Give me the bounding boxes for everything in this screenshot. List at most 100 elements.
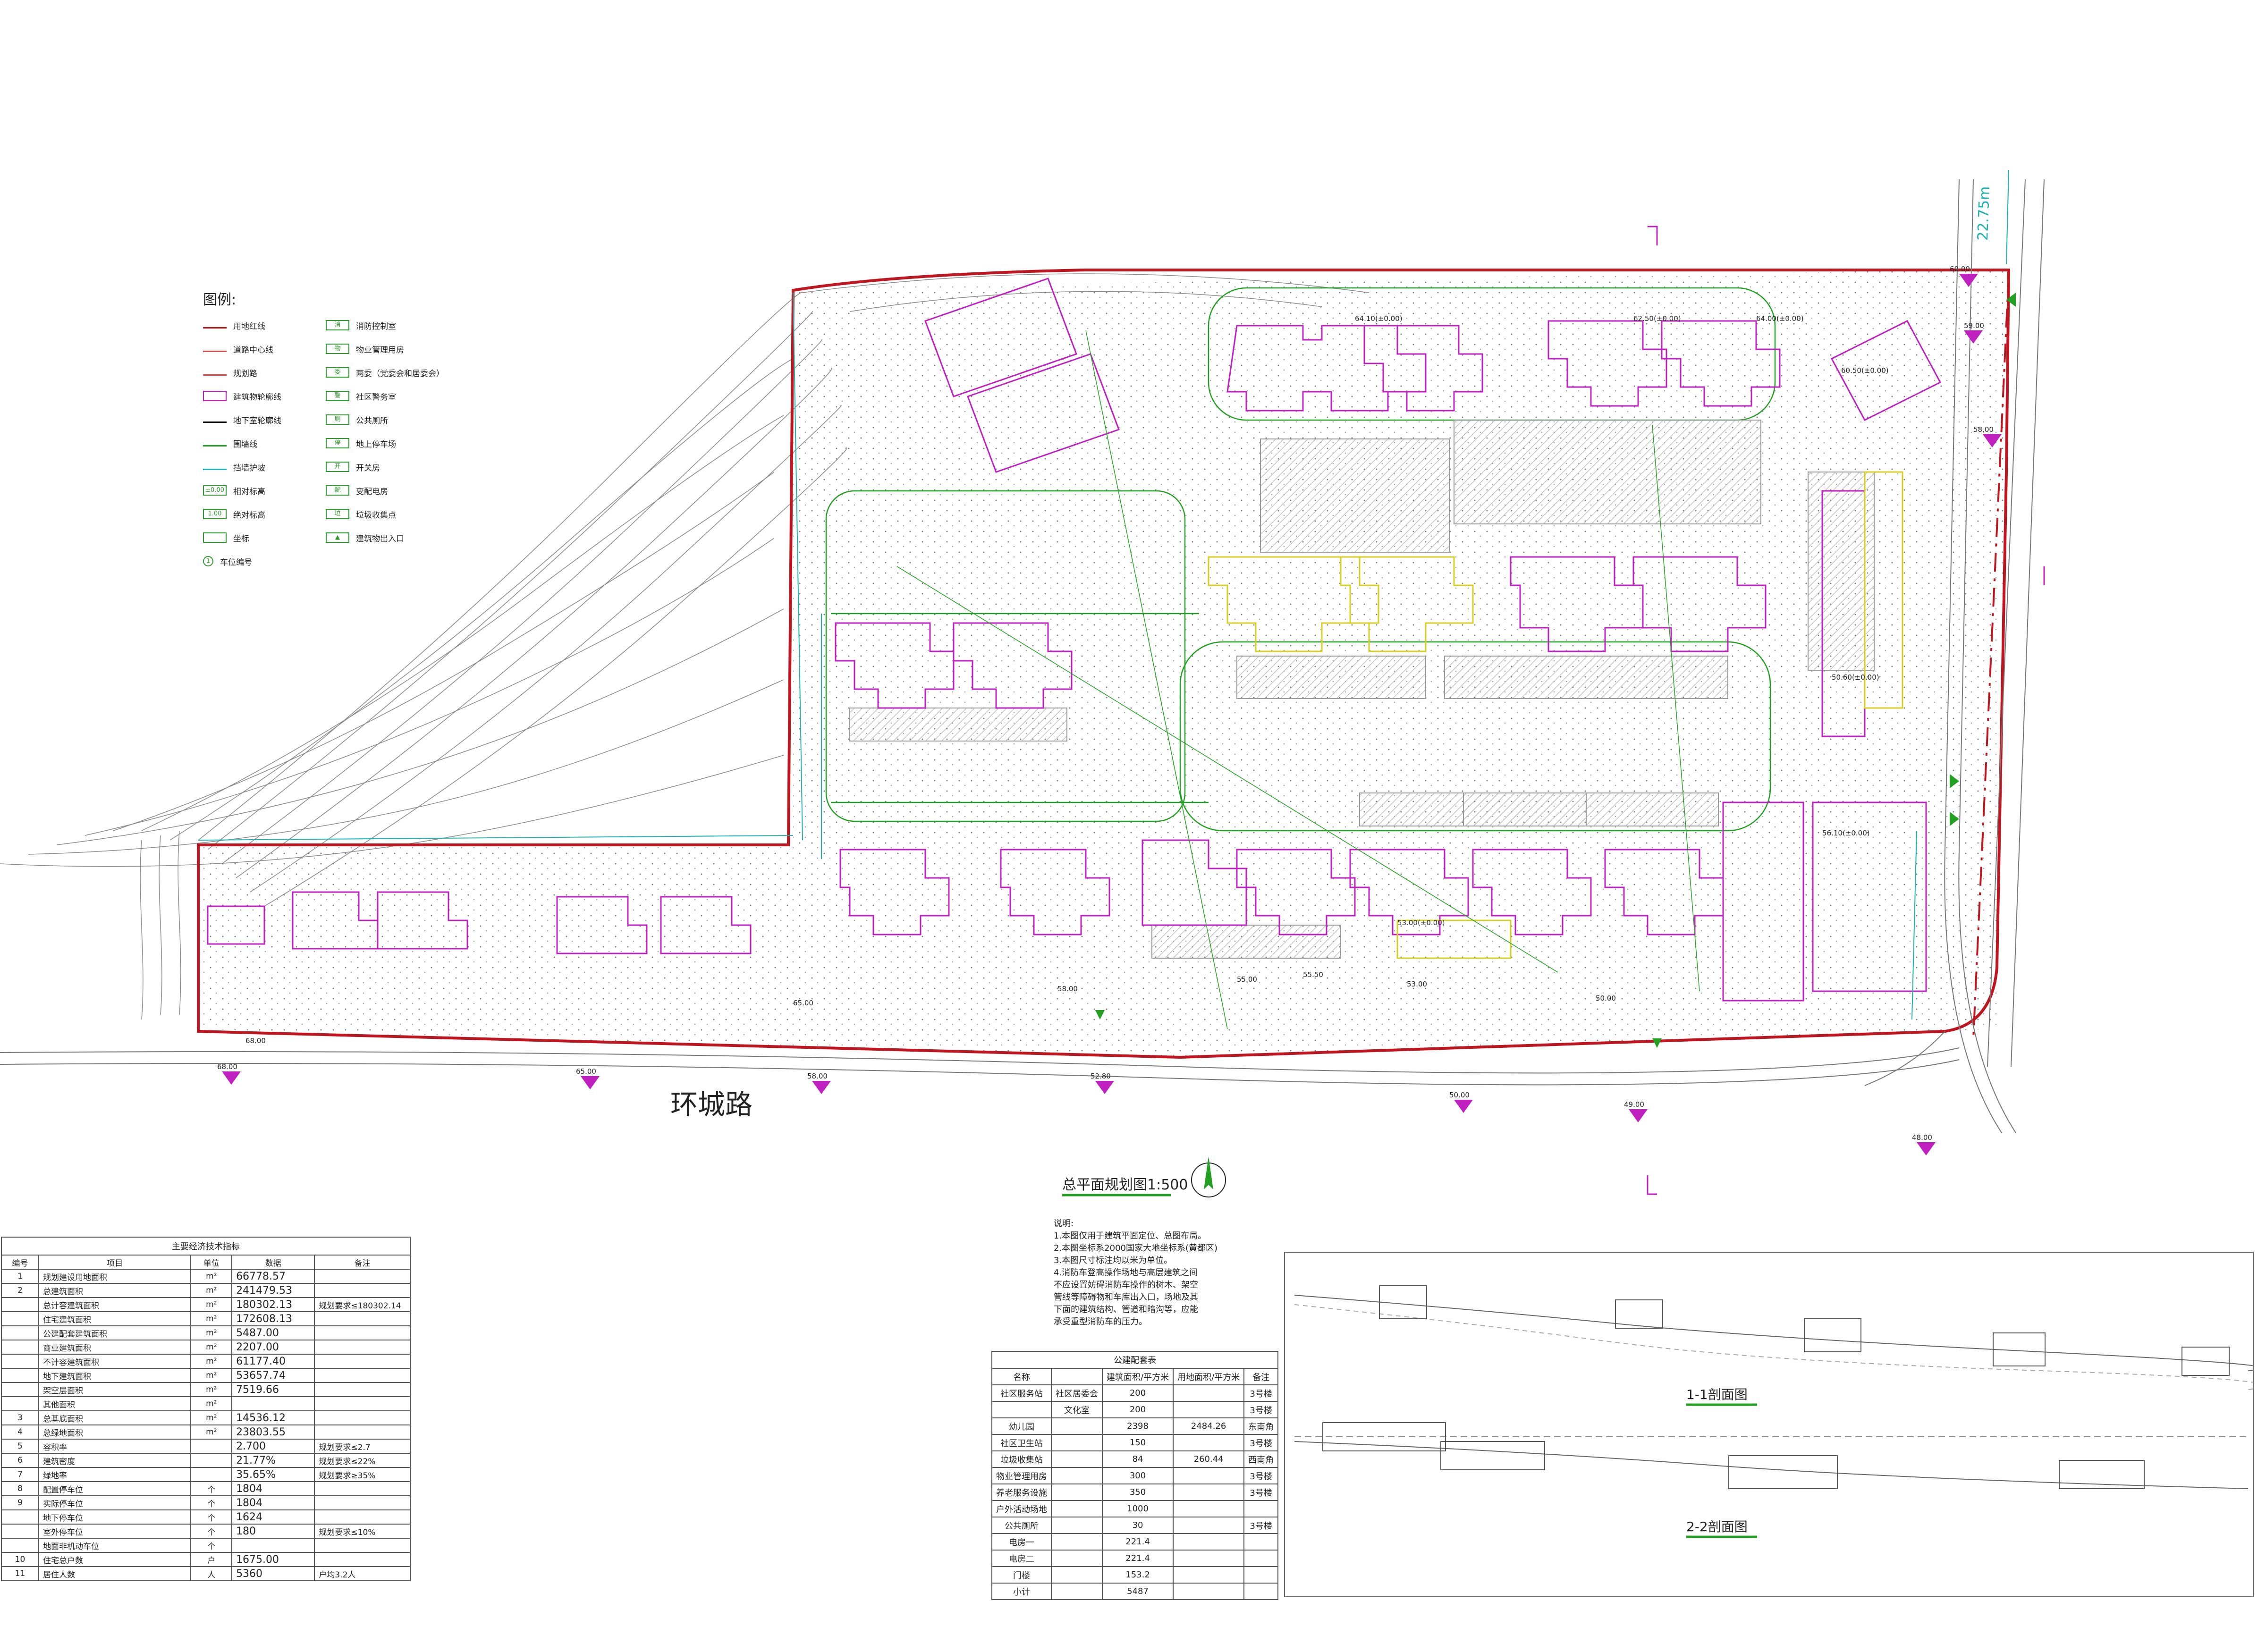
key-table-cell: 地下停车位 [38, 1509, 192, 1525]
legend-item: 坐标 [203, 532, 326, 544]
hatched-areas [849, 420, 1875, 959]
legend-label: 规划路 [233, 369, 257, 379]
public-table-cell [1051, 1583, 1103, 1600]
legend-item: 厕 公共厕所 [326, 414, 448, 426]
internal-road [825, 287, 1776, 832]
key-table-cell: 规划要求≤2.7 [314, 1439, 411, 1454]
legend-symbol-text: 1 [206, 557, 211, 565]
legend-label: 公共厕所 [356, 416, 388, 426]
key-table-cell [190, 1439, 233, 1454]
key-table-cell [190, 1453, 233, 1468]
key-table-cell: 总计容建筑面积 [38, 1297, 192, 1312]
key-table-cell [314, 1410, 411, 1425]
public-table-cell [1173, 1550, 1245, 1567]
key-table-cell: 个 [190, 1524, 233, 1539]
legend-symbol-text: 垃 [334, 510, 341, 517]
key-table-cell [314, 1311, 411, 1326]
legend-label: 挡墙护坡 [233, 463, 265, 473]
key-table-cell: 61177.40 [231, 1354, 315, 1369]
key-table-cell: 10 [0, 1552, 40, 1567]
public-table-cell [1243, 1566, 1279, 1584]
elevation-label: 60.00 [1950, 265, 1970, 273]
public-table-header: 建筑面积/平方米 [1101, 1368, 1174, 1385]
note-line: 承受重型消防车的压力。 [1054, 1317, 1147, 1327]
key-table-cell [314, 1325, 411, 1340]
public-table-cell: 260.44 [1173, 1450, 1245, 1468]
public-table-cell: 1000 [1101, 1500, 1174, 1517]
key-table-cell: 6 [0, 1453, 40, 1468]
legend-label: 物业管理用房 [356, 345, 404, 355]
key-table-cell: m² [190, 1354, 233, 1369]
key-table-cell [314, 1354, 411, 1369]
public-table-cell: 物业管理用房 [991, 1467, 1052, 1484]
key-table-cell: 建筑密度 [38, 1453, 192, 1468]
legend-item: 用地红线 [203, 320, 326, 331]
legend-item: 委两委（党委会和居委会） [326, 367, 448, 379]
note-line: 管线等障碍物和车库出入口，场地及其 [1054, 1292, 1198, 1302]
section-2-label: 2-2剖面图 [1686, 1519, 1748, 1534]
retaining-walls [198, 292, 1917, 1020]
public-table-cell [1173, 1401, 1245, 1418]
legend-symbol-text: 委 [334, 369, 341, 376]
elevation-label: 53.00 [1407, 980, 1427, 988]
public-table-cell [1243, 1500, 1279, 1517]
public-table-cell [1051, 1483, 1103, 1501]
elevation-label: 55.00 [1237, 975, 1257, 984]
public-table-cell: 153.2 [1101, 1566, 1174, 1584]
public-table-cell: 社区卫生站 [991, 1434, 1052, 1451]
public-table-cell [1051, 1450, 1103, 1468]
public-table-cell: 东南角 [1243, 1417, 1279, 1435]
key-table-cell [0, 1368, 40, 1383]
key-table-cell: 1 [0, 1269, 40, 1284]
legend-label: 道路中心线 [233, 345, 273, 355]
legend-item: 垃垃圾收集点 [326, 508, 448, 520]
public-table-cell [1051, 1417, 1103, 1435]
key-table-cell: 住宅总户数 [38, 1552, 192, 1567]
elevation-label: 64.00(±0.00) [1756, 314, 1804, 323]
public-table-cell: 84 [1101, 1450, 1174, 1468]
public-table-cell [1051, 1550, 1103, 1567]
public-table-cell: 户外活动场地 [991, 1500, 1052, 1517]
public-table-cell: 150 [1101, 1434, 1174, 1451]
public-table-cell: 5487 [1101, 1583, 1174, 1600]
elevation-label: 50.00 [1596, 994, 1616, 1003]
legend-label: 绝对标高 [233, 510, 265, 520]
key-table-cell [0, 1524, 40, 1539]
key-table-cell [0, 1382, 40, 1397]
key-table-cell: 9 [0, 1495, 40, 1510]
public-table-cell [1173, 1500, 1245, 1517]
elevation-label: 62.50(±0.00) [1633, 314, 1681, 323]
legend-symbol-icon: ±0.00 [203, 485, 227, 496]
table-row: 地面非机动车位个 [0, 1538, 411, 1553]
legend-symbol-text: 厕 [334, 416, 341, 423]
key-table-cell [314, 1269, 411, 1284]
table-row: 户外活动场地 1000 [991, 1500, 1279, 1517]
public-table-cell: 3号楼 [1243, 1517, 1279, 1534]
property-redline [197, 269, 2011, 1059]
public-table-cell: 养老服务设施 [991, 1483, 1052, 1501]
note-line: 1.本图仅用于建筑平面定位、总图布局。 [1054, 1231, 1207, 1241]
key-table-cell: 7 [0, 1467, 40, 1482]
key-table-cell [314, 1538, 411, 1553]
notes: 说明: 1.本图仅用于建筑平面定位、总图布局。2.本图坐标系2000国家大地坐标… [1054, 1218, 1233, 1328]
key-table-cell [314, 1424, 411, 1440]
key-table-cell: m² [190, 1325, 233, 1340]
legend-item: 围墙线 [203, 438, 326, 449]
elevation-label: 49.00 [1624, 1100, 1644, 1109]
key-table-cell: 不计容建筑面积 [38, 1354, 192, 1369]
key-table-header: 单位 [190, 1255, 233, 1270]
public-table-cell [1173, 1467, 1245, 1484]
